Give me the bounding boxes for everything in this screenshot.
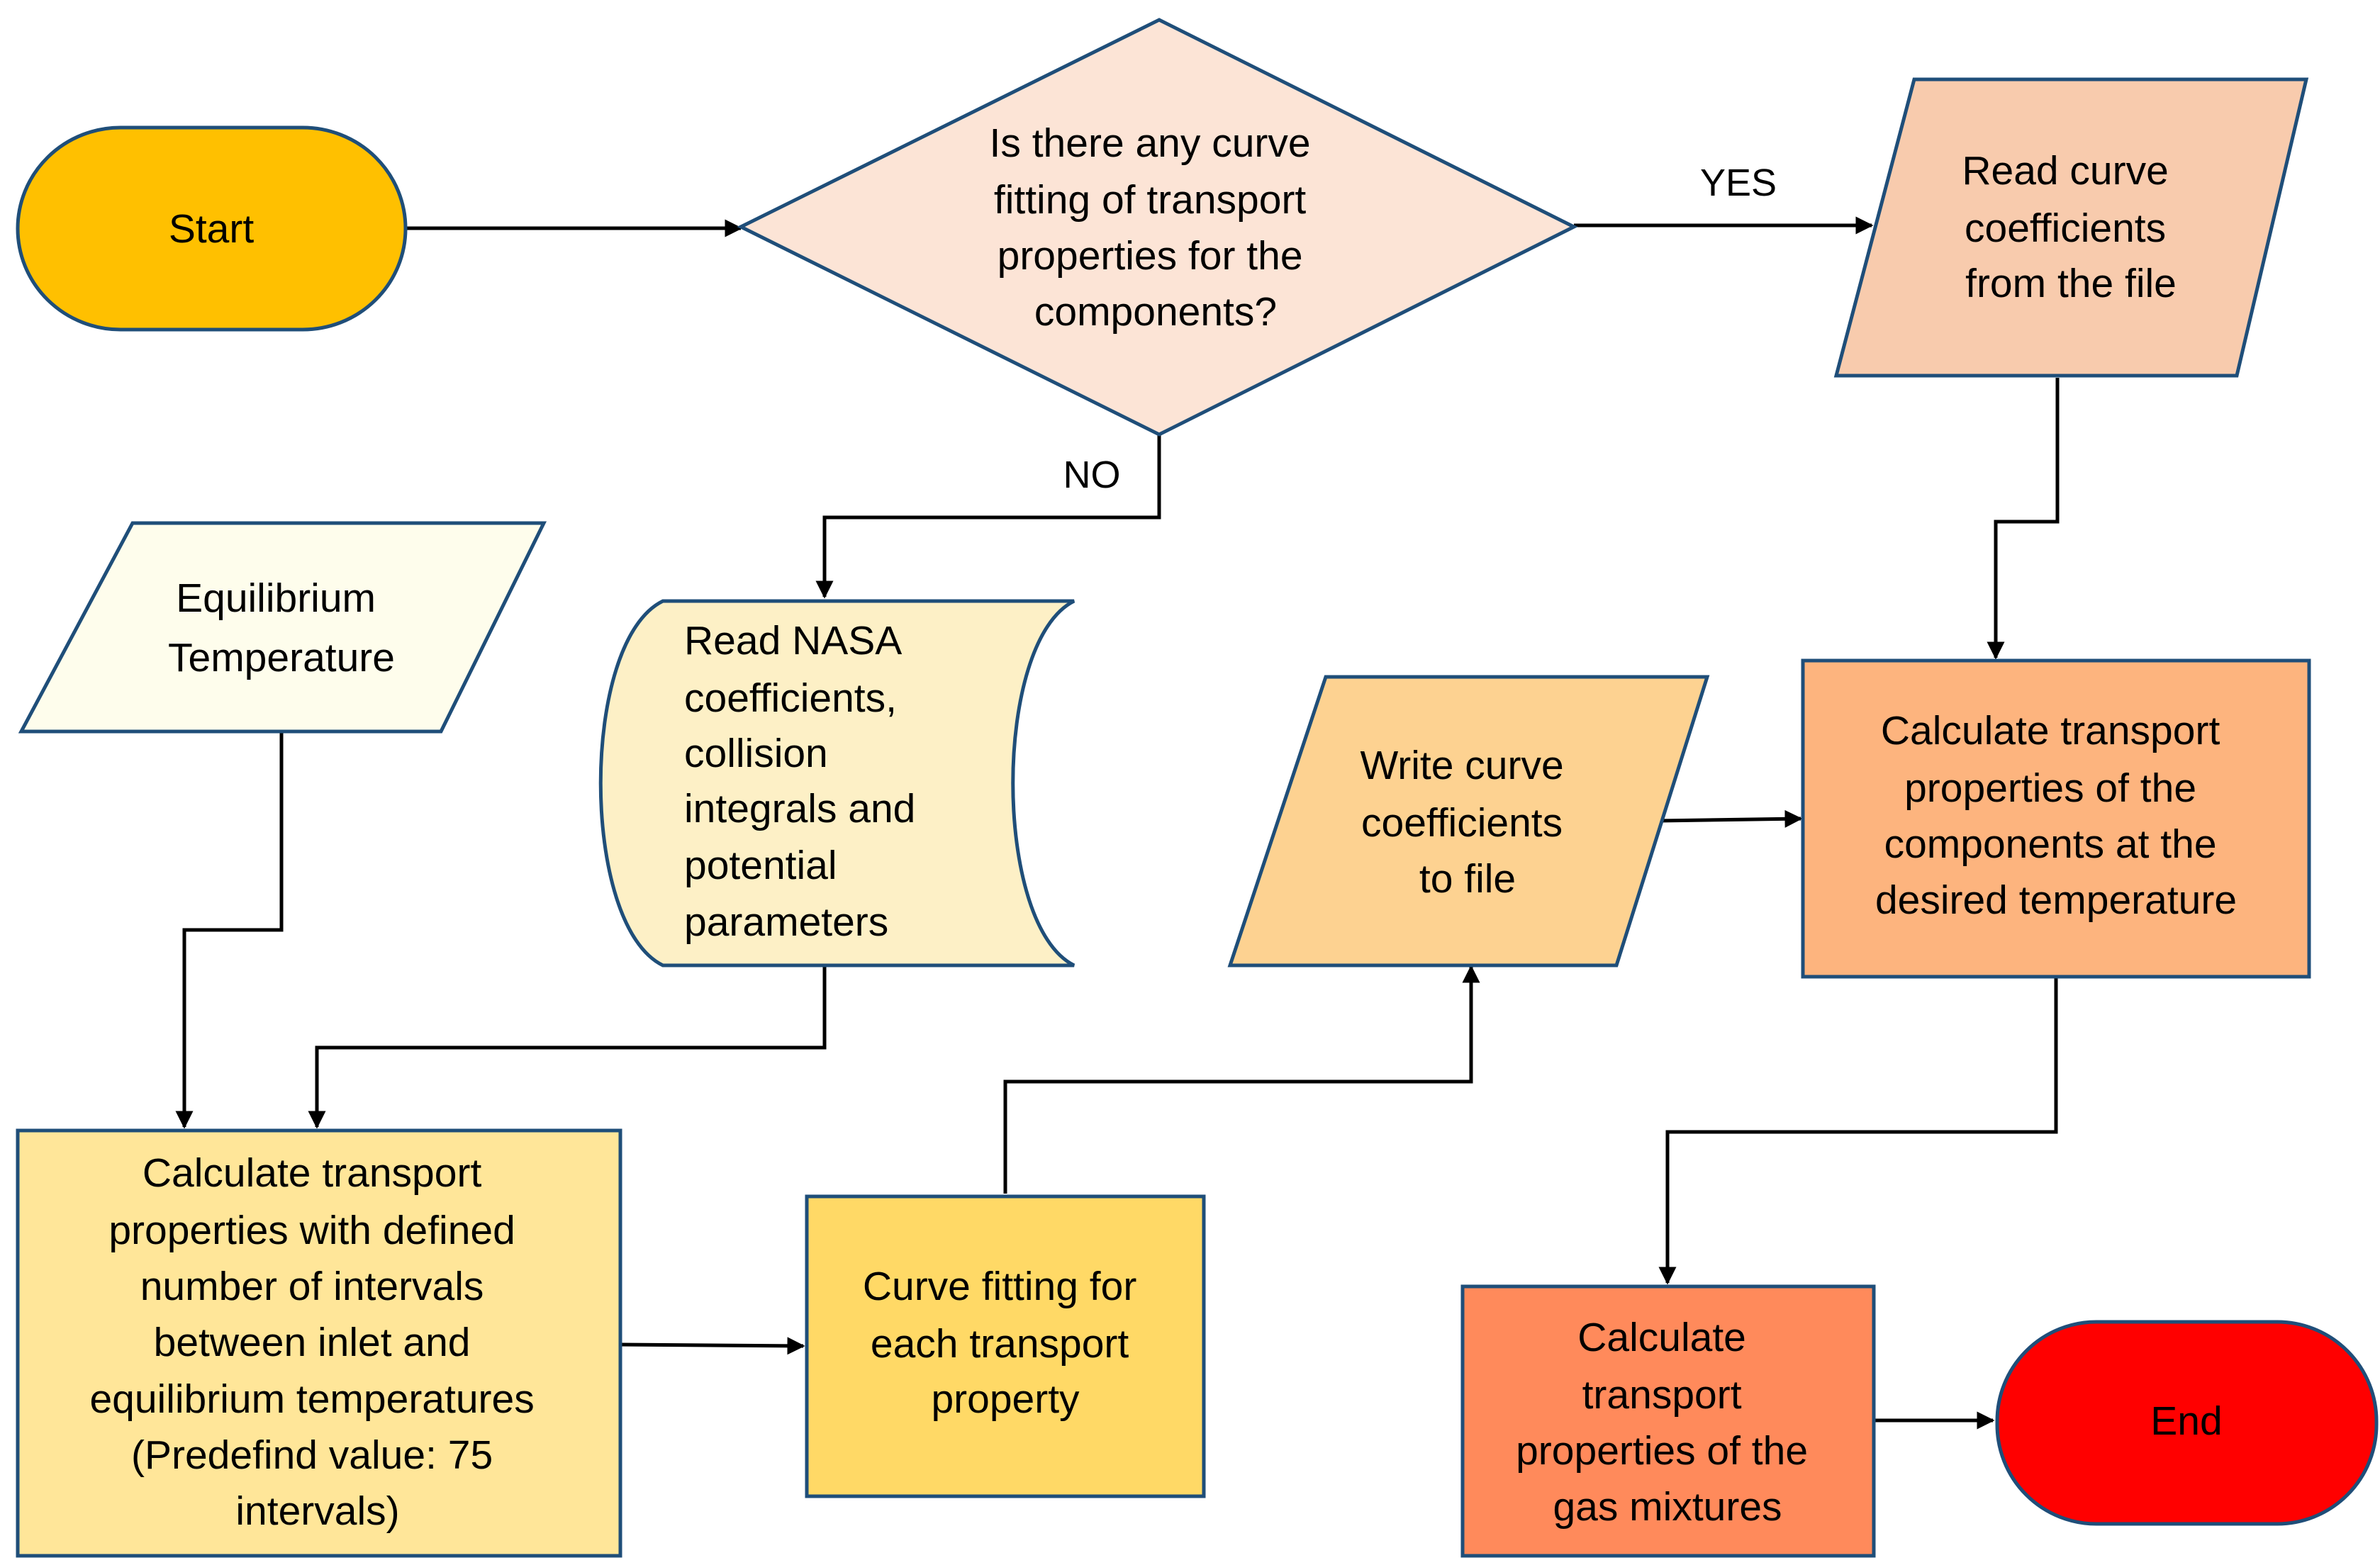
calc-mixtures-label: Calculate transport properties of the ga… <box>1516 1315 1819 1530</box>
write-curve-node: Write curve coefficients to file <box>1227 675 1710 967</box>
curve-fitting-process-shape <box>805 1194 1206 1498</box>
end-label: End <box>2150 1398 2222 1444</box>
edge-write-curve-to-calc-components <box>1658 809 1803 828</box>
start-node: Start <box>16 125 408 332</box>
equilibrium-parallelogram-shape <box>18 521 547 734</box>
curve-fitting-node: Curve fitting for each transport propert… <box>805 1194 1206 1498</box>
edge-read-curve-to-calc-components <box>1987 378 2060 660</box>
calc-intervals-node: Calculate transport properties with defi… <box>16 1128 622 1558</box>
yes-label: YES <box>1700 162 1777 204</box>
no-label: NO <box>1063 454 1121 496</box>
calc-intervals-process-shape <box>16 1128 622 1558</box>
decision-label: Is there any curve fitting of transport … <box>990 120 1322 335</box>
calc-components-node: Calculate transport properties of the co… <box>1801 658 2311 979</box>
curve-fitting-label: Curve fitting for each transport propert… <box>863 1264 1148 1422</box>
calc-mixtures-node: Calculate transport properties of the ga… <box>1460 1284 1876 1558</box>
calc-components-process-shape <box>1801 658 2311 979</box>
start-label: Start <box>169 206 255 252</box>
edge-calc-intervals-to-curve-fitting <box>620 1337 805 1355</box>
end-terminator-shape <box>1995 1320 2379 1526</box>
write-curve-parallelogram-shape <box>1227 675 1710 967</box>
edge-curve-fitting-to-write-curve <box>1003 965 1480 1194</box>
edge-equilibrium-to-calc-intervals <box>175 731 284 1129</box>
read-nasa-label: Read NASA coefficients, collision integr… <box>684 618 927 945</box>
equilibrium-node: Equilibrium Temperature <box>18 521 547 734</box>
edges <box>175 216 2060 1430</box>
start-terminator-shape <box>16 125 408 332</box>
end-node: End <box>1995 1320 2379 1526</box>
read-curve-node: Read curve coefficients from the file <box>1833 77 2309 378</box>
calc-mixtures-process-shape <box>1460 1284 1876 1558</box>
equilibrium-label: Equilibrium Temperature <box>168 576 395 680</box>
edge-read-nasa-to-calc-intervals <box>308 965 827 1129</box>
decision-diamond-shape <box>737 18 1578 437</box>
edge-decision-no-to-read-nasa <box>815 434 1161 599</box>
edge-calc-components-to-calc-mixtures <box>1658 977 2058 1285</box>
decision-node: Is there any curve fitting of transport … <box>737 18 1578 437</box>
read-nasa-stored-data-shape <box>598 599 1076 967</box>
write-curve-label: Write curve coefficients to file <box>1360 743 1575 902</box>
read-curve-label: Read curve coefficients from the file <box>1962 148 2179 306</box>
calc-intervals-label: Calculate transport properties with defi… <box>89 1150 545 1534</box>
read-nasa-node: Read NASA coefficients, collision integr… <box>598 599 1076 967</box>
read-curve-parallelogram-shape <box>1833 77 2309 378</box>
calc-components-label: Calculate transport properties of the co… <box>1875 708 2237 923</box>
